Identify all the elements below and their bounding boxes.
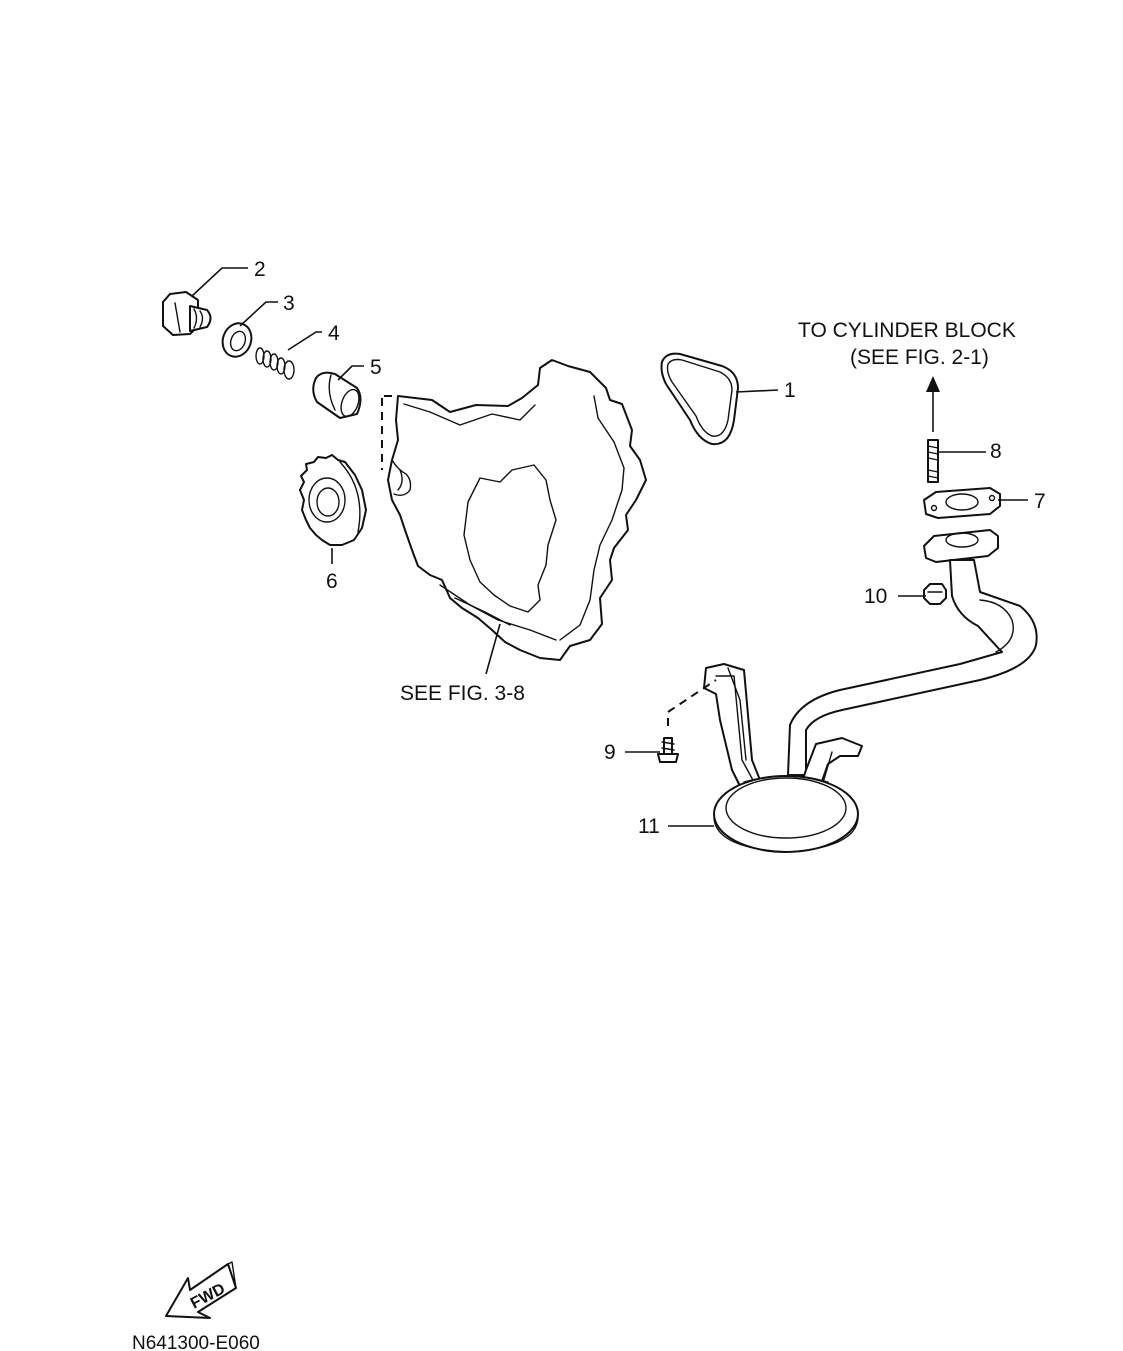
part-number-10: 10 <box>864 585 887 608</box>
part-gasket-ring <box>660 352 739 446</box>
part-bolt-9 <box>657 679 717 763</box>
cylinder-block-reference-line1: TO CYLINDER BLOCK <box>798 319 1016 342</box>
part-bolt-10 <box>923 583 947 605</box>
part-number-2: 2 <box>254 258 266 281</box>
part-spring <box>255 347 295 380</box>
part-number-9: 9 <box>604 741 616 764</box>
fwd-arrow-icon: FWD <box>165 1261 237 1319</box>
part-oil-strainer <box>703 529 1038 853</box>
part-number-11: 11 <box>638 815 660 838</box>
part-gear <box>299 454 367 546</box>
part-housing <box>381 359 647 661</box>
part-number-5: 5 <box>370 356 382 379</box>
reference-labels: TO CYLINDER BLOCK (SEE FIG. 2-1) SEE FIG… <box>400 319 1016 705</box>
part-stud <box>927 439 939 483</box>
part-number-1: 1 <box>784 379 796 402</box>
part-gasket-plate <box>923 487 1001 519</box>
part-washer <box>221 322 253 358</box>
part-number-8: 8 <box>990 440 1002 463</box>
part-number-4: 4 <box>328 322 340 345</box>
part-number-6: 6 <box>326 570 338 593</box>
part-number-7: 7 <box>1034 490 1046 513</box>
part-numbers: 2 3 4 5 1 8 7 6 10 9 11 <box>254 258 1046 838</box>
part-plug <box>162 291 212 336</box>
figure-code: N641300-E060 <box>132 1333 260 1351</box>
see-fig-reference: SEE FIG. 3-8 <box>400 682 525 705</box>
part-relief-valve <box>312 371 362 419</box>
part-number-3: 3 <box>283 292 295 315</box>
leader-lines <box>191 267 1028 827</box>
cylinder-block-reference-line2: (SEE FIG. 2-1) <box>850 346 989 369</box>
